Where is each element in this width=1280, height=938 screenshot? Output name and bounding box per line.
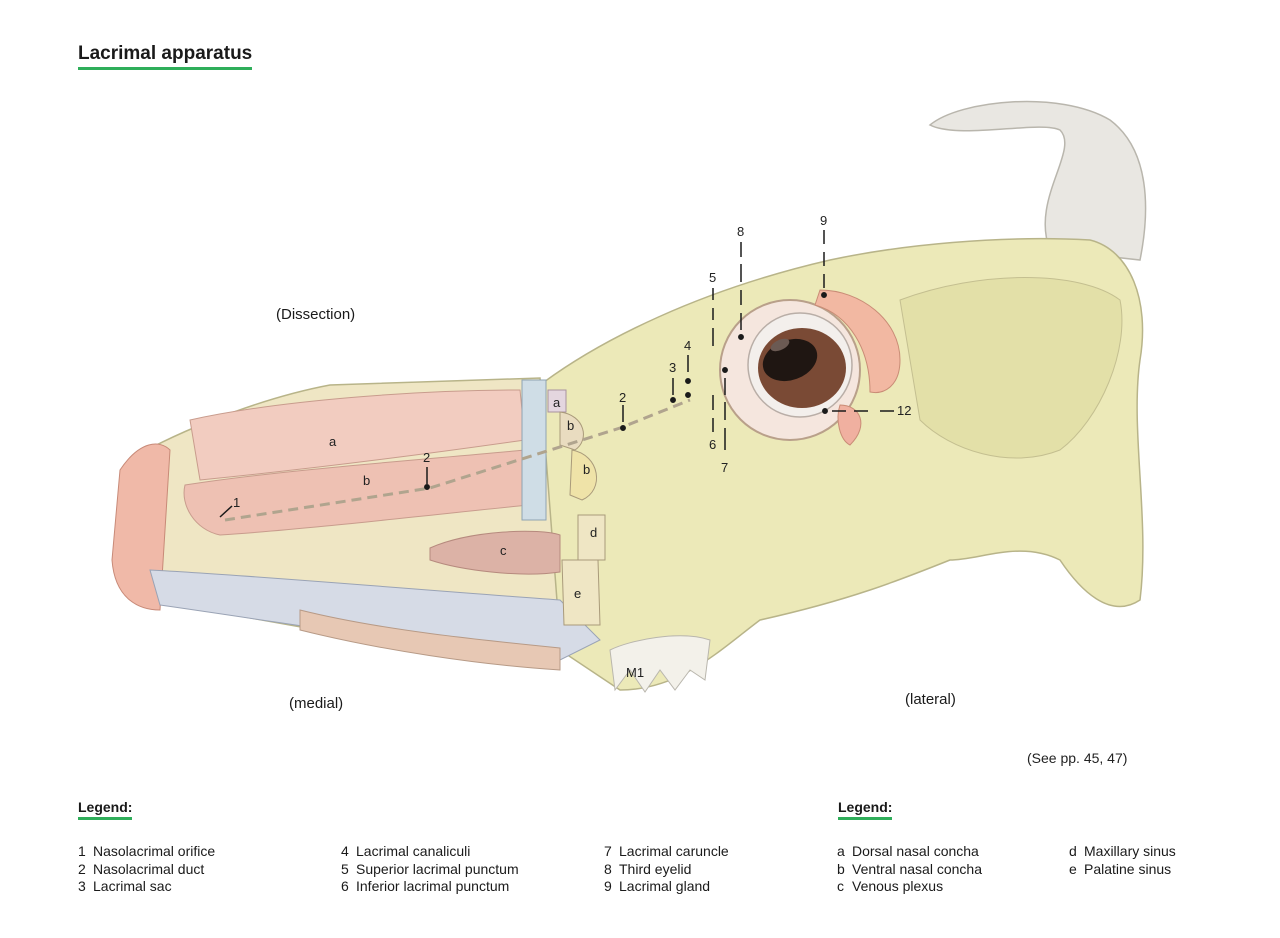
callout-c: c [500, 543, 507, 558]
lateral-label: (lateral) [905, 691, 956, 708]
horn [928, 100, 1147, 261]
callout-8: 8 [737, 224, 745, 239]
legend-numbers-heading: Legend: [78, 798, 133, 820]
page-reference: (See pp. 45, 47) [1027, 750, 1128, 766]
palate [149, 569, 601, 661]
callout-a-medial: a [329, 434, 337, 449]
callout-5: 5 [709, 270, 717, 285]
callout-a-section: a [553, 395, 561, 410]
nasal-tip [111, 443, 171, 611]
sinus-chamber-b2 [569, 449, 597, 501]
dissection-label: (Dissection) [276, 306, 356, 323]
callout-b-medial: b [363, 473, 371, 488]
callout-2-medial: 2 [423, 450, 431, 465]
callout-4: 4 [684, 338, 692, 353]
zygomatic-pink [837, 404, 862, 446]
callout-12: 12 [897, 403, 912, 418]
callout-b-section-lower: b [583, 462, 591, 477]
page-title: Lacrimal apparatus [78, 42, 253, 70]
sinus-chamber-b [559, 411, 584, 451]
callout-6: 6 [709, 437, 717, 452]
ventral-concha [183, 449, 529, 536]
skull-occipital [899, 277, 1123, 459]
sinus-chamber-d [577, 514, 606, 561]
callout-d: d [590, 525, 598, 540]
callout-1: 1 [233, 495, 241, 510]
callout-lines [219, 230, 894, 518]
eye-highlight [770, 338, 790, 352]
sinus-chamber-e [561, 559, 601, 626]
skull-dissection-illustration [111, 100, 1147, 693]
venous-plexus [429, 530, 561, 575]
callout-9: 9 [820, 213, 828, 228]
callout-2-lateral: 2 [619, 390, 627, 405]
teeth-row [299, 609, 561, 671]
callout-e: e [574, 586, 582, 601]
callout-3: 3 [669, 360, 677, 375]
legend-letters-heading: Legend: [838, 798, 893, 820]
sinus-chamber-a [547, 389, 567, 413]
callout-7: 7 [721, 460, 729, 475]
callout-m1: M1 [626, 665, 645, 680]
molar-teeth [609, 635, 711, 693]
medial-label: (medial) [289, 695, 344, 712]
section-plate [521, 379, 547, 521]
nasolacrimal-duct-path [224, 398, 691, 522]
lacrimal-gland [814, 289, 901, 394]
callout-b-section-upper: b [567, 418, 575, 433]
